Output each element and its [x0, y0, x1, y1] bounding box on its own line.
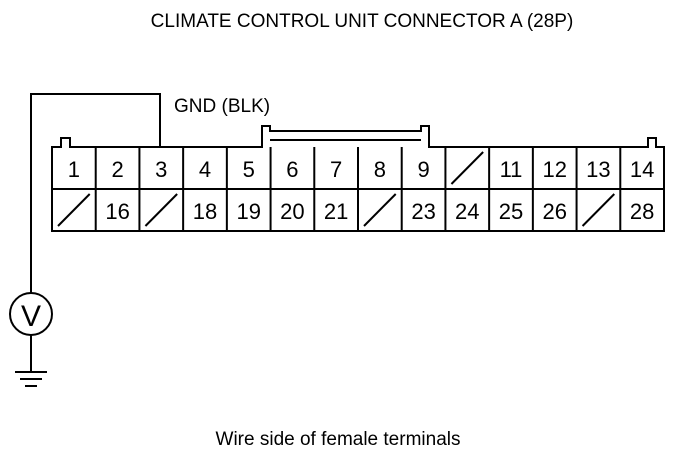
terminal-label: 4	[199, 157, 211, 182]
terminal-label: 12	[542, 157, 566, 182]
ground-icon	[15, 371, 47, 387]
probe-label: GND (BLK)	[174, 96, 270, 117]
terminal-label: 3	[155, 157, 167, 182]
connector-housing	[51, 125, 665, 232]
terminal-label: 8	[374, 157, 386, 182]
terminal-label: 9	[417, 157, 429, 182]
terminal-label: 23	[411, 199, 435, 224]
terminal-label: 2	[111, 157, 123, 182]
terminal-label: 5	[243, 157, 255, 182]
terminal-label: 19	[236, 199, 260, 224]
terminal-label: 25	[499, 199, 523, 224]
terminal-label: 14	[630, 157, 654, 182]
terminal-label: 1	[68, 157, 80, 182]
voltmeter-symbol: V	[21, 300, 41, 333]
terminal-label: 13	[586, 157, 610, 182]
unused-terminal-slash	[581, 193, 615, 227]
terminal-label: 11	[500, 157, 523, 182]
terminal-label: 24	[455, 199, 479, 224]
terminal-label: 18	[193, 199, 217, 224]
unused-terminal-slash	[363, 193, 397, 227]
terminal-label: 16	[105, 199, 129, 224]
terminal-label: 20	[280, 199, 304, 224]
unused-terminal-slash	[450, 151, 484, 185]
diagram-title: CLIMATE CONTROL UNIT CONNECTOR A (28P)	[151, 11, 574, 32]
diagram-caption: Wire side of female terminals	[216, 429, 461, 450]
unused-terminal-slash	[57, 193, 91, 227]
terminal-label: 6	[286, 157, 298, 182]
terminal-label: 28	[630, 199, 654, 224]
terminal-label: 26	[542, 199, 566, 224]
terminal-label: 21	[324, 199, 348, 224]
terminal-label: 7	[330, 157, 342, 182]
probe-wire	[30, 93, 161, 293]
unused-terminal-slash	[144, 193, 178, 227]
